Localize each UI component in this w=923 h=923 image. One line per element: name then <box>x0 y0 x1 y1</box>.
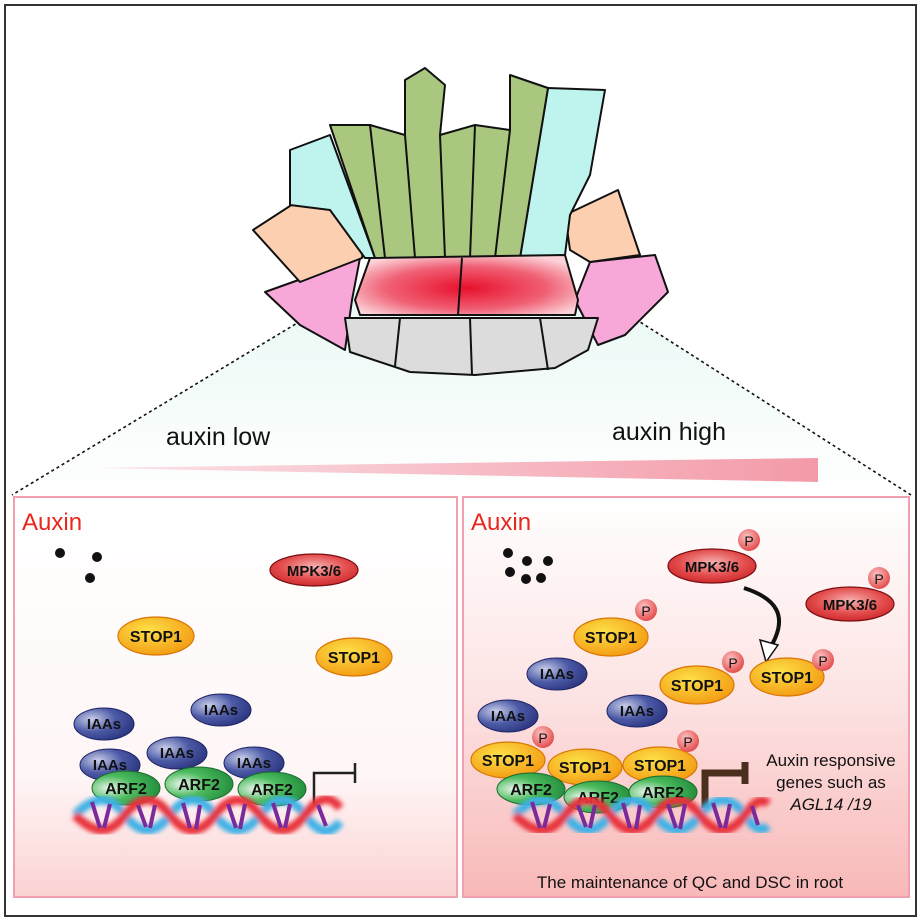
iaas-right-3: IAAs <box>606 694 668 728</box>
stop1-right-f-label: STOP1 <box>634 758 686 775</box>
right-panel-caption: The maintenance of QC and DSC in root <box>537 873 843 892</box>
iaas-right-1: IAAs <box>526 657 588 691</box>
stop1-right-b: STOP1 P <box>659 651 744 705</box>
dna-helix-left <box>71 794 344 836</box>
stop1-left-a: STOP1 <box>117 616 195 656</box>
cortex-right <box>564 189 641 263</box>
iaas-right-2-label: IAAs <box>491 708 525 725</box>
figure-frame <box>4 4 917 917</box>
promoter-arrow-left <box>312 763 357 805</box>
stop1-right-b-label: STOP1 <box>671 678 723 695</box>
iaas-left-1: IAAs <box>190 693 252 727</box>
mpk-right-a-label: MPK3/6 <box>685 559 739 576</box>
stop1-right-a-label: STOP1 <box>585 630 637 647</box>
phosphorylation-arrow <box>743 586 782 664</box>
mpk-right-a: MPK3/6 P <box>667 529 760 584</box>
target-genes-line1: Auxin responsive <box>766 751 895 770</box>
stop1-right-c-p: P <box>818 653 827 669</box>
arf2-left-2: ARF2 <box>164 766 234 802</box>
iaas-left-5-label: IAAs <box>237 755 271 772</box>
quiescent-center <box>354 254 579 316</box>
stop1-right-e-label: STOP1 <box>559 760 611 777</box>
iaas-right-2: IAAs <box>477 699 539 733</box>
stop1-right-c: STOP1 P <box>749 649 834 697</box>
iaas-right-1-label: IAAs <box>540 666 574 683</box>
auxin-low-label: auxin low <box>166 423 271 451</box>
dna-rungs-left <box>90 801 328 830</box>
mpk-right-b: MPK3/6 P <box>805 567 895 622</box>
auxin-high-label: auxin high <box>612 418 726 446</box>
stop1-right-d-label: STOP1 <box>482 753 534 770</box>
iaas-left-1-label: IAAs <box>204 702 238 719</box>
dna-rungs-right <box>530 801 760 830</box>
root-tip-illustration <box>252 67 669 376</box>
dna-helix-right <box>511 795 772 835</box>
auxin-dots-right <box>503 548 553 584</box>
stop1-left-b-label: STOP1 <box>328 650 380 667</box>
arf2-left-3-label: ARF2 <box>251 782 293 799</box>
stop1-right-e: STOP1 <box>547 748 623 786</box>
stop1-left-b: STOP1 <box>315 637 393 677</box>
mpk-left-label: MPK3/6 <box>287 563 341 580</box>
stop1-right-a-p: P <box>641 603 650 619</box>
mpk-right-b-p: P <box>874 571 883 587</box>
mpk-left: MPK3/6 <box>269 553 359 587</box>
stop1-right-d: STOP1 P <box>470 726 554 779</box>
arf2-right-1-label: ARF2 <box>510 782 552 799</box>
iaas-left-3-label: IAAs <box>93 757 127 774</box>
arf2-left-2-label: ARF2 <box>178 777 220 794</box>
zoom-cone <box>11 289 912 496</box>
left-panel-title: Auxin <box>22 509 82 536</box>
arf2-left-1-label: ARF2 <box>105 781 147 798</box>
stop1-right-f: STOP1 P <box>622 730 699 784</box>
iaas-left-4: IAAs <box>146 736 208 770</box>
iaas-left-4-label: IAAs <box>160 745 194 762</box>
target-genes-names: AGL14 /19 <box>789 795 872 814</box>
iaas-left-2: IAAs <box>73 707 135 741</box>
iaas-left-2-label: IAAs <box>87 716 121 733</box>
stop1-right-f-p: P <box>683 734 692 750</box>
auxin-dots-left <box>55 548 102 583</box>
stop1-right-c-label: STOP1 <box>761 670 813 687</box>
stele <box>329 67 549 259</box>
auxin-gradient-wedge <box>95 458 818 482</box>
stop1-right-b-p: P <box>728 655 737 671</box>
stop1-right-a: STOP1 P <box>573 599 657 657</box>
stop1-right-d-p: P <box>538 730 547 746</box>
mpk-right-b-label: MPK3/6 <box>823 597 877 614</box>
target-genes-line2: genes such as <box>776 773 886 792</box>
iaas-right-3-label: IAAs <box>620 703 654 720</box>
stop1-left-a-label: STOP1 <box>130 629 182 646</box>
iaas-left-5: IAAs <box>223 746 285 780</box>
mpk-right-a-p: P <box>744 533 753 549</box>
right-panel-title: Auxin <box>471 509 531 536</box>
endodermis-left <box>289 134 376 259</box>
promoter-arrow-right <box>701 762 749 808</box>
